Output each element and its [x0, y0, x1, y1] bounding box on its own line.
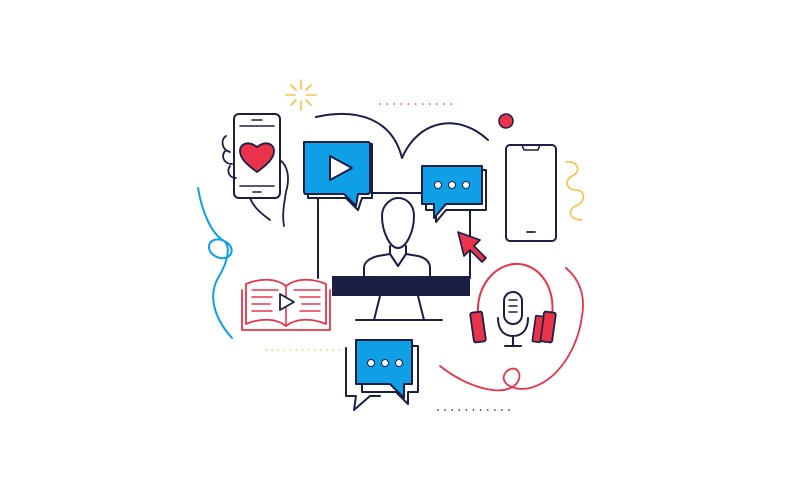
- top-arc-line: [315, 113, 489, 159]
- blue-curl-line: [197, 187, 233, 339]
- chat-bubble-icon: [421, 165, 487, 223]
- red-loop-line: [439, 267, 584, 392]
- microphone-icon: [497, 291, 529, 347]
- sparkle-icon: [285, 79, 317, 111]
- headphones-microphone-icon: [469, 262, 557, 347]
- person-avatar-icon: [363, 197, 431, 277]
- video-book-icon: [241, 278, 331, 331]
- yellow-curl-line: [565, 161, 585, 221]
- play-icon: [329, 155, 353, 181]
- video-play-bubble-icon: [303, 141, 373, 211]
- heart-icon: [239, 142, 275, 173]
- chat-bubbles-icon: [345, 339, 419, 411]
- hand-icon: [221, 135, 237, 179]
- smartphone-icon: [505, 144, 557, 242]
- book-play-icon: [279, 293, 295, 311]
- smartphone-heart-icon: [221, 113, 289, 227]
- monitor-person-icon: [317, 192, 471, 321]
- decorative-lines: [197, 79, 585, 411]
- red-dot: [498, 113, 514, 129]
- mouse-cursor-icon: [457, 231, 487, 263]
